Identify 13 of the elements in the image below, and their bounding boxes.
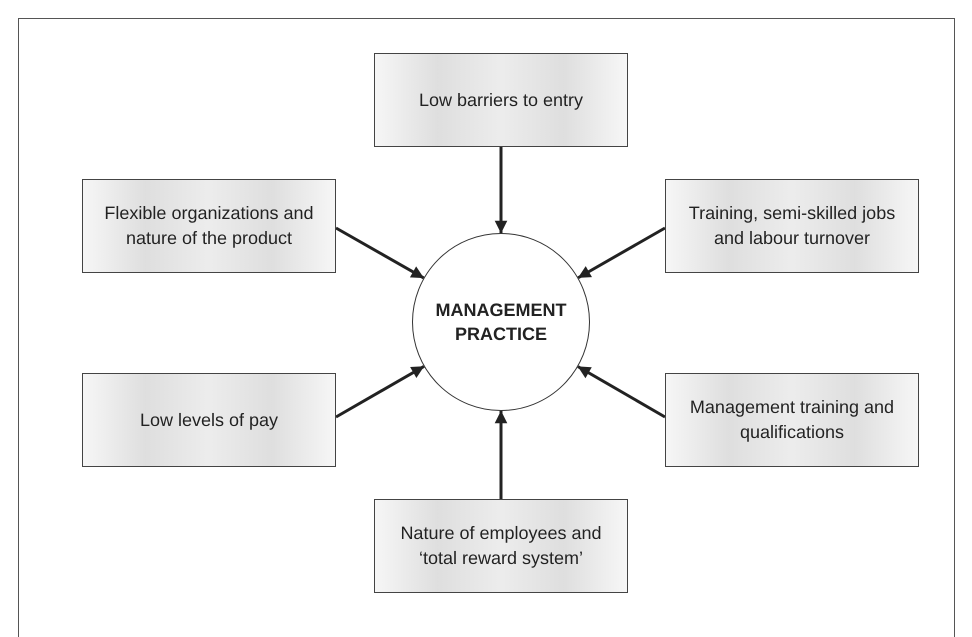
factor-box — [665, 373, 919, 467]
factor-box — [82, 179, 336, 273]
circle-label: MANAGEMENT PRACTICE — [434, 299, 568, 346]
box-label: Nature of employees and ‘total reward system’ — [399, 522, 603, 570]
factor-box — [374, 53, 628, 147]
factor-box — [665, 179, 919, 273]
box-label: Low levels of pay — [138, 408, 280, 432]
factor-box — [82, 373, 336, 467]
box-label: Low barriers to entry — [418, 88, 584, 112]
box-label: Flexible organizations and nature of the product — [103, 202, 315, 250]
factor-box — [374, 499, 628, 593]
box-label: Training, semi-skilled jobs and labour turnover — [688, 202, 896, 250]
box-label: Management training and qualifications — [688, 396, 896, 444]
